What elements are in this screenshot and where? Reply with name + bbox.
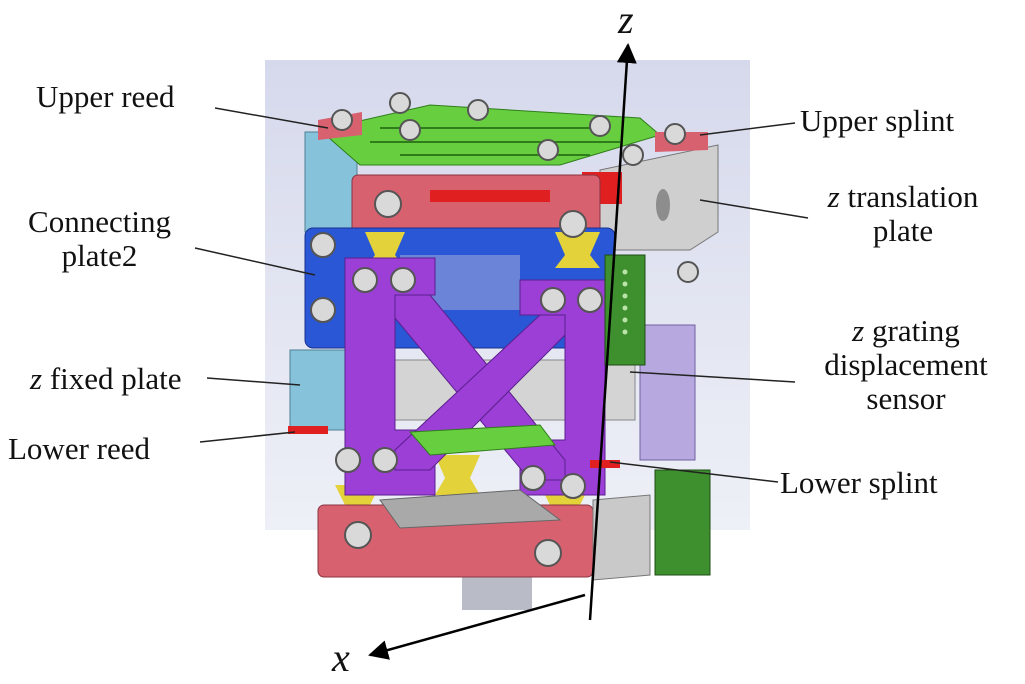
lower-splint — [590, 460, 620, 468]
sensor-board — [654, 469, 711, 576]
x-axis-arrow — [368, 593, 586, 660]
lower-housing — [592, 494, 651, 581]
flexure-hinge — [435, 455, 480, 495]
sensor-housing — [639, 324, 696, 461]
bolts — [310, 92, 699, 567]
translation-plate-hole — [656, 189, 670, 221]
label-z-fixed-plate: z fixed plate — [30, 361, 182, 396]
x-axis-label: x — [332, 635, 350, 680]
label-lower-reed: Lower reed — [8, 431, 150, 466]
lower-reed-red — [288, 426, 328, 434]
z-fixed-plate-lower — [289, 349, 349, 431]
lower-reed — [408, 424, 556, 456]
label-lower-splint: Lower splint — [780, 465, 938, 500]
label-upper-splint: Upper splint — [800, 103, 955, 138]
label-connecting-plate2: Connecting plate2 — [28, 204, 171, 273]
z-axis-label: z — [618, 0, 634, 42]
label-z-grating-sensor: z grating displacement sensor — [824, 313, 988, 416]
label-z-translation-plate: z translation plate — [827, 179, 979, 248]
z-axis-arrow — [588, 43, 637, 621]
flexure-hinge — [555, 232, 600, 268]
leader-lines — [194, 107, 809, 483]
label-upper-reed: Upper reed — [36, 79, 175, 114]
